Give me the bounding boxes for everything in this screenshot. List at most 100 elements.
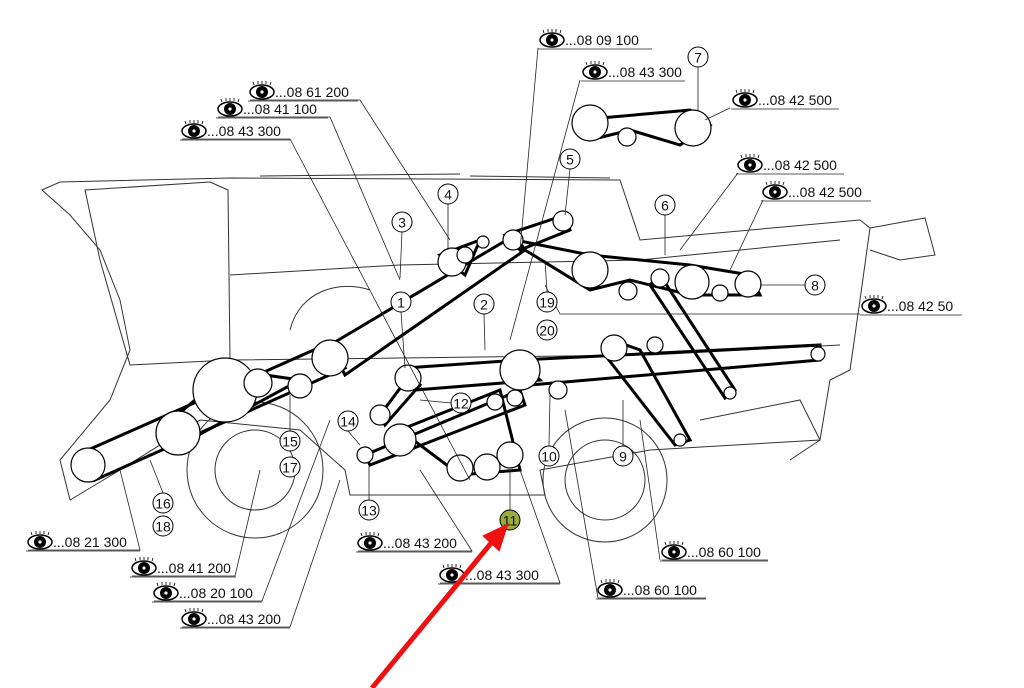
reference-label[interactable]: ...08 42 500 bbox=[788, 184, 862, 200]
eye-icon[interactable] bbox=[762, 181, 788, 200]
reference-label[interactable]: ...08 41 100 bbox=[243, 101, 317, 117]
eye-icon[interactable] bbox=[439, 564, 465, 583]
eye-icon[interactable] bbox=[131, 557, 157, 576]
reference-label[interactable]: ...08 43 300 bbox=[207, 123, 281, 139]
reference-link[interactable]: ...08 43 300 bbox=[438, 564, 560, 585]
eye-icon[interactable] bbox=[661, 541, 687, 560]
callout-16[interactable]: 16 bbox=[152, 492, 174, 514]
callout-circle bbox=[279, 430, 301, 452]
callout-circle bbox=[437, 183, 459, 205]
callout-3[interactable]: 3 bbox=[391, 211, 413, 233]
callout-number: 7 bbox=[694, 50, 702, 66]
callout-number: 8 bbox=[811, 278, 819, 294]
reference-link[interactable]: ...08 42 500 bbox=[736, 154, 844, 175]
callout-9[interactable]: 9 bbox=[612, 445, 634, 467]
callout-circle bbox=[654, 194, 676, 216]
callout-5[interactable]: 5 bbox=[559, 148, 581, 170]
callout-1[interactable]: 1 bbox=[390, 291, 412, 313]
eye-icon[interactable] bbox=[27, 531, 53, 550]
eye-icon[interactable] bbox=[217, 98, 243, 117]
callout-circle bbox=[804, 274, 826, 296]
callout-number: 4 bbox=[444, 187, 452, 203]
callout-number: 9 bbox=[619, 449, 627, 465]
callout-14[interactable]: 14 bbox=[337, 410, 359, 432]
eye-icon[interactable] bbox=[582, 61, 608, 80]
reference-label[interactable]: ...08 60 100 bbox=[687, 544, 761, 560]
reference-link[interactable]: ...08 09 100 bbox=[538, 29, 652, 50]
reference-link[interactable]: ...08 42 50 bbox=[860, 295, 962, 316]
callout-number: 16 bbox=[155, 496, 171, 512]
reference-label[interactable]: ...08 43 200 bbox=[383, 535, 457, 551]
eye-icon[interactable] bbox=[153, 582, 179, 601]
callout-number: 1 bbox=[397, 295, 405, 311]
callout-4[interactable]: 4 bbox=[437, 183, 459, 205]
reference-link[interactable]: ...08 43 300 bbox=[581, 61, 685, 82]
reference-label[interactable]: ...08 42 500 bbox=[758, 92, 832, 108]
reference-label[interactable]: ...08 43 200 bbox=[207, 611, 281, 627]
reference-link[interactable]: ...08 41 200 bbox=[130, 557, 236, 578]
eye-icon[interactable] bbox=[861, 295, 887, 314]
leader-lines bbox=[28, 47, 860, 628]
callout-18[interactable]: 18 bbox=[152, 515, 174, 537]
callout-7[interactable]: 7 bbox=[687, 46, 709, 68]
reference-label[interactable]: ...08 43 300 bbox=[465, 567, 539, 583]
callout-number: 15 bbox=[282, 434, 298, 450]
reference-link[interactable]: ...08 60 100 bbox=[596, 579, 706, 600]
eye-icon[interactable] bbox=[181, 120, 207, 139]
callout-20[interactable]: 20 bbox=[536, 319, 558, 341]
eye-icon[interactable] bbox=[249, 81, 275, 100]
callout-circle bbox=[358, 499, 380, 521]
reference-label[interactable]: ...08 41 200 bbox=[157, 560, 231, 576]
eye-icon[interactable] bbox=[539, 29, 565, 48]
reference-label[interactable]: ...08 21 300 bbox=[53, 534, 127, 550]
reference-link[interactable]: ...08 42 500 bbox=[761, 181, 871, 202]
reference-link[interactable]: ...08 61 200 bbox=[248, 81, 358, 102]
reference-label[interactable]: ...08 42 500 bbox=[763, 157, 837, 173]
reference-label[interactable]: ...08 42 50 bbox=[887, 298, 953, 314]
callout-circle bbox=[450, 392, 472, 414]
callout-circle bbox=[473, 293, 495, 315]
callout-13[interactable]: 13 bbox=[358, 499, 380, 521]
callout-12[interactable]: 12 bbox=[450, 392, 472, 414]
callout-17[interactable]: 17 bbox=[279, 456, 301, 478]
reference-label[interactable]: ...08 61 200 bbox=[275, 84, 349, 100]
callout-number: 19 bbox=[539, 295, 555, 311]
callout-2[interactable]: 2 bbox=[473, 293, 495, 315]
callout-circle bbox=[279, 456, 301, 478]
callout-8[interactable]: 8 bbox=[804, 274, 826, 296]
callout-number: 17 bbox=[282, 460, 298, 476]
callout-circle bbox=[612, 445, 634, 467]
callout-6[interactable]: 6 bbox=[654, 194, 676, 216]
eye-icon[interactable] bbox=[737, 154, 763, 173]
reference-link[interactable]: ...08 43 200 bbox=[356, 532, 472, 553]
eye-icon[interactable] bbox=[357, 532, 383, 551]
callout-number: 13 bbox=[361, 503, 377, 519]
reference-link[interactable]: ...08 60 100 bbox=[660, 541, 768, 562]
reference-label[interactable]: ...08 43 300 bbox=[608, 64, 682, 80]
callout-15[interactable]: 15 bbox=[279, 430, 301, 452]
callout-circle bbox=[152, 515, 174, 537]
callout-circle bbox=[390, 291, 412, 313]
callout-number: 5 bbox=[566, 152, 574, 168]
callout-number: 2 bbox=[480, 297, 488, 313]
callout-circle bbox=[337, 410, 359, 432]
eye-icon[interactable] bbox=[597, 579, 623, 598]
callout-19[interactable]: 19 bbox=[536, 291, 558, 313]
reference-label[interactable]: ...08 09 100 bbox=[565, 32, 639, 48]
machine-outline bbox=[41, 173, 936, 543]
reference-link[interactable]: ...08 41 100 bbox=[216, 98, 328, 119]
reference-link[interactable]: ...08 21 300 bbox=[26, 531, 140, 552]
reference-link[interactable]: ...08 43 200 bbox=[180, 608, 290, 629]
reference-link[interactable]: ...08 20 100 bbox=[152, 582, 262, 603]
callout-circle bbox=[687, 46, 709, 68]
reference-link[interactable]: ...08 42 500 bbox=[731, 89, 839, 110]
reference-label[interactable]: ...08 20 100 bbox=[179, 585, 253, 601]
eye-icon[interactable] bbox=[732, 89, 758, 108]
eye-icon[interactable] bbox=[181, 608, 207, 627]
callout-number: 12 bbox=[453, 396, 469, 412]
reference-link[interactable]: ...08 43 300 bbox=[180, 120, 290, 141]
reference-label[interactable]: ...08 60 100 bbox=[623, 582, 697, 598]
callout-10[interactable]: 10 bbox=[538, 445, 560, 467]
